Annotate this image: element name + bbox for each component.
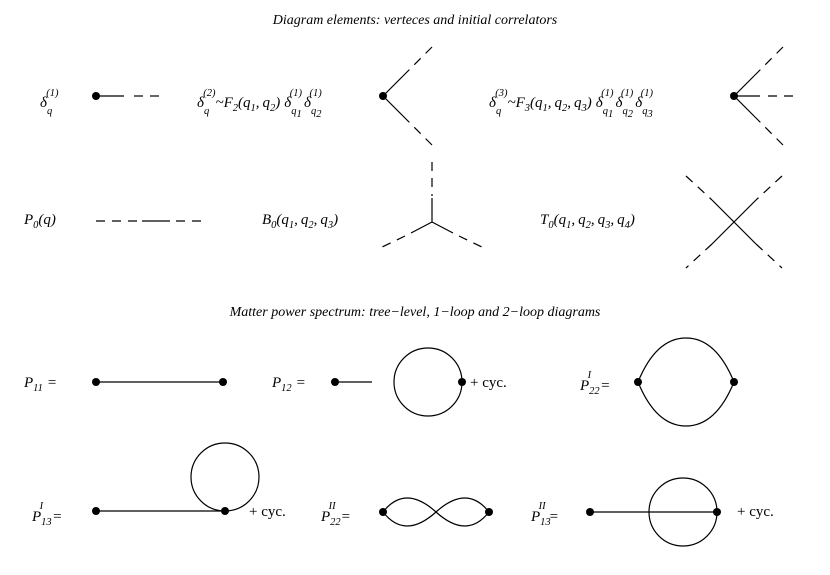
vertex-dot	[379, 508, 387, 516]
label-P13-II: P13II=	[530, 501, 558, 528]
dashed-leg	[458, 235, 487, 250]
svg-text:δq(3)~F3(q1,q2,q3)δq1(1)δq2(1): δq(3)~F3(q1,q2,q3)δq1(1)δq2(1)δq3(1)	[489, 88, 653, 120]
svg-text:T0(q1,q2,q3,q4): T0(q1,q2,q3,q4)	[540, 212, 635, 231]
tadpole-loop-circle	[190, 442, 260, 512]
vertex-third-order	[730, 45, 796, 147]
cyc-label: + cyc.	[470, 375, 507, 391]
heading-power-spectrum: Matter power spectrum: tree−level, 1−loo…	[229, 305, 601, 320]
lower-double-arc	[382, 511, 490, 527]
dashed-leg	[753, 115, 785, 147]
label-P13-I: P13I=	[31, 501, 62, 528]
dashed-leg	[402, 115, 434, 147]
vertex-dot	[713, 508, 721, 516]
solid-leg	[431, 221, 454, 234]
label-T0: T0(q1,q2,q3,q4)	[540, 212, 635, 231]
svg-text:P22II=: P22II=	[320, 501, 350, 528]
svg-text:B0(q1,q2,q3): B0(q1,q2,q3)	[262, 212, 338, 231]
cyc-label: + cyc.	[737, 504, 774, 520]
svg-text:δq(2)~F2(q1,q2)δq1(1)δq2(1): δq(2)~F2(q1,q2)δq1(1)δq2(1)	[197, 88, 322, 120]
label-P11: P11=	[23, 375, 56, 394]
diagram-P22-I	[634, 337, 738, 427]
vertex-dot	[485, 508, 493, 516]
vertex-first-order	[92, 92, 159, 100]
svg-text:P11=: P11=	[23, 375, 56, 394]
dashed-leg	[755, 243, 783, 269]
diagram-P13-II	[586, 477, 721, 547]
label-delta-3: δq(3)~F3(q1,q2,q3)δq1(1)δq2(1)δq3(1)	[489, 88, 653, 120]
svg-text:δq(1): δq(1)	[40, 88, 59, 117]
vertex-dot	[458, 378, 466, 386]
loop-lower-arc	[637, 381, 735, 427]
dashed-leg	[685, 175, 713, 201]
svg-text:P13I=: P13I=	[31, 501, 62, 528]
loop-circle	[393, 347, 463, 417]
solid-leg	[382, 95, 404, 117]
vertex-dot	[331, 378, 339, 386]
diagram-P22-II	[379, 497, 493, 527]
solid-leg	[733, 95, 755, 117]
initial-bispectrum	[377, 162, 487, 250]
dashed-leg	[377, 235, 406, 250]
vertex-dot	[221, 507, 229, 515]
vertex-dot	[586, 508, 594, 516]
svg-text:P22I=: P22I=	[579, 370, 610, 397]
label-B0: B0(q1,q2,q3)	[262, 212, 338, 231]
vertex-second-order	[379, 45, 434, 147]
diagram-P12	[331, 347, 466, 417]
dashed-leg	[753, 45, 785, 77]
initial-trispectrum	[685, 175, 783, 269]
svg-text:P13II=: P13II=	[530, 501, 558, 528]
solid-leg	[410, 221, 433, 234]
solid-leg	[733, 75, 755, 97]
upper-double-arc	[382, 497, 490, 513]
vertex-dot	[92, 507, 100, 515]
label-P22-I: P22I=	[579, 370, 610, 397]
dashed-leg	[685, 243, 713, 269]
label-P22-II: P22II=	[320, 501, 350, 528]
diagram-P13-I	[92, 442, 260, 515]
diagram-P11	[92, 378, 227, 386]
vertex-dot	[730, 378, 738, 386]
dashed-leg	[402, 45, 434, 77]
vertex-dot	[92, 378, 100, 386]
vertex-dot	[634, 378, 642, 386]
cyc-label: + cyc.	[249, 504, 286, 520]
vertex-dot	[219, 378, 227, 386]
loop-upper-arc	[637, 337, 735, 383]
label-P12: P12=	[271, 375, 305, 394]
label-P0: P0(q)	[23, 212, 56, 231]
svg-text:P0(q): P0(q)	[23, 212, 56, 231]
label-delta-1: δq(1)	[40, 88, 59, 117]
dashed-leg	[755, 175, 783, 201]
heading-diagram-elements: Diagram elements: verteces and initial c…	[272, 13, 558, 28]
solid-leg	[711, 199, 757, 245]
svg-text:P12=: P12=	[271, 375, 305, 394]
label-delta-2: δq(2)~F2(q1,q2)δq1(1)δq2(1)	[197, 88, 322, 120]
solid-leg	[382, 75, 404, 97]
